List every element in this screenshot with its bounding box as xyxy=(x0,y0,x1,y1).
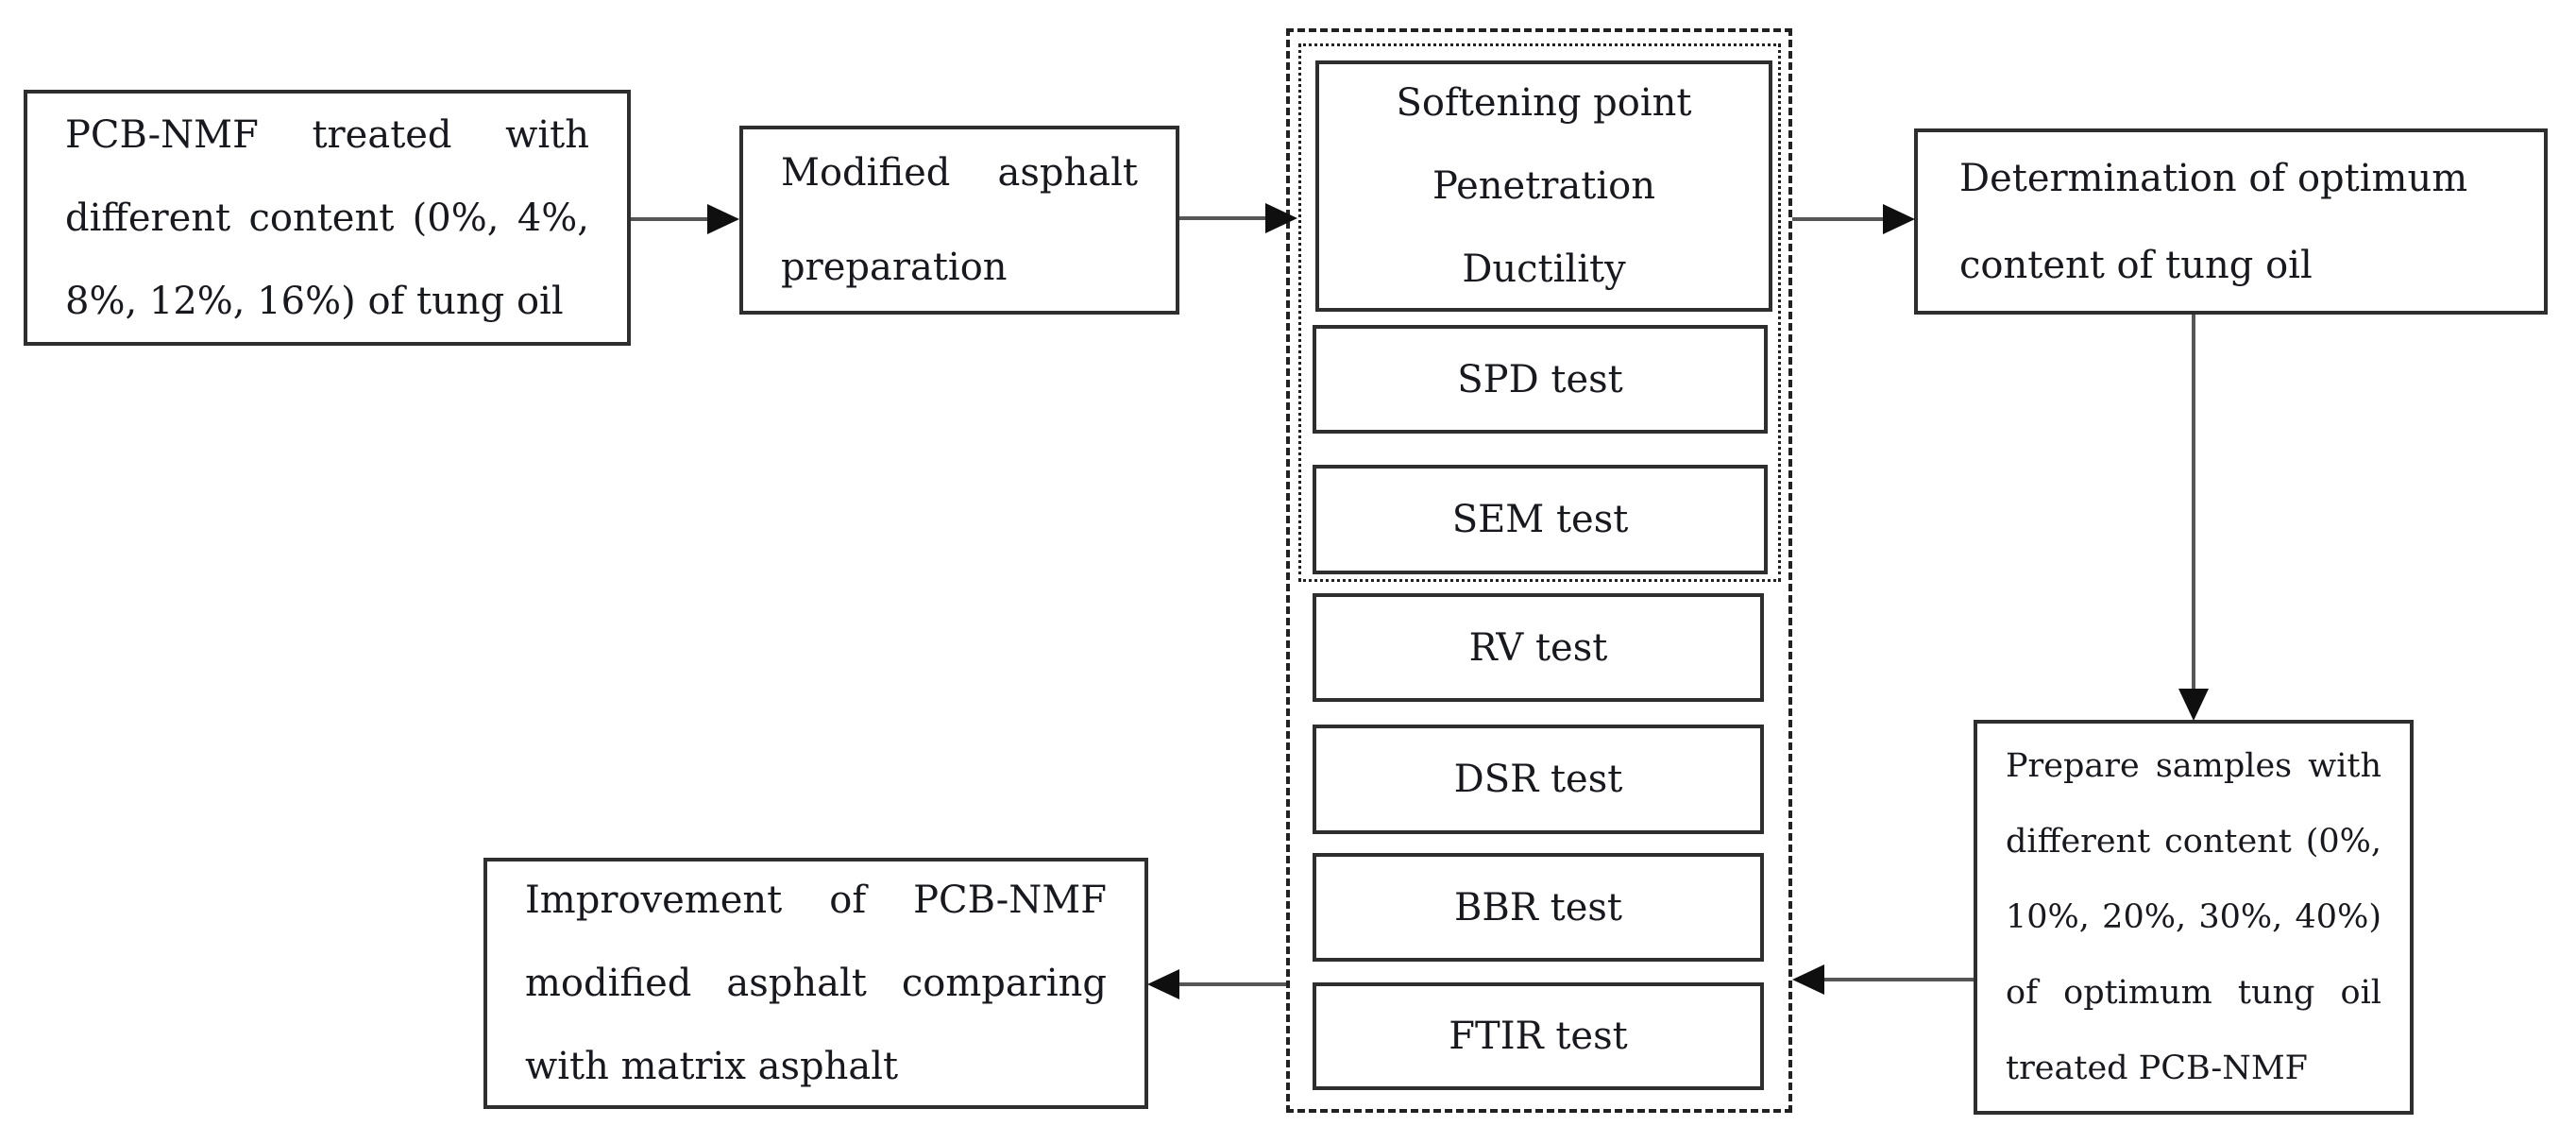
arrow-tests-to-determination-head-icon xyxy=(1883,204,1915,234)
node-modified-asphalt: Modified asphalt preparation xyxy=(739,126,1179,315)
node-bbr-test: BBR test xyxy=(1313,853,1764,962)
node-softening-penetration-ductility-label: Softening point Penetration Ductility xyxy=(1396,81,1692,291)
arrow-tests-to-determination-line xyxy=(1792,217,1887,221)
node-sem-test-label: SEM test xyxy=(1451,498,1629,541)
node-prepare-samples: Prepare samples with different content (… xyxy=(1974,720,2414,1115)
arrow-preparation-to-tests-line xyxy=(1179,216,1269,220)
node-bbr-test-label: BBR test xyxy=(1454,885,1622,930)
arrow-preparation-to-tests-head-icon xyxy=(1265,203,1297,233)
node-ftir-test-label: FTIR test xyxy=(1449,1015,1628,1058)
node-improvement-label: Improvement of PCB-NMF modified asphalt … xyxy=(525,879,1107,1088)
node-rv-test-label: RV test xyxy=(1468,625,1608,670)
arrow-determination-to-prepare-head-icon xyxy=(2178,689,2209,721)
node-modified-asphalt-label: Modified asphalt preparation xyxy=(781,151,1138,289)
node-determination-optimum-label: Determination of optimum content of tung… xyxy=(1959,156,2468,287)
arrow-tests-to-improvement-line xyxy=(1178,982,1286,986)
arrow-prepare-to-tests-head-icon xyxy=(1792,964,1824,995)
arrow-prepare-to-tests-line xyxy=(1822,978,1974,981)
test-battery-dashed-container xyxy=(1286,28,1792,1113)
node-spd-test: SPD test xyxy=(1313,325,1768,434)
arrow-pcbnmf-to-preparation-head-icon xyxy=(707,204,739,234)
node-dsr-test: DSR test xyxy=(1313,725,1764,834)
node-pcb-nmf-treated: PCB-NMF treated with different content (… xyxy=(24,90,631,346)
arrow-tests-to-improvement-head-icon xyxy=(1147,969,1179,999)
node-improvement: Improvement of PCB-NMF modified asphalt … xyxy=(483,858,1148,1109)
arrow-pcbnmf-to-preparation-line xyxy=(631,217,711,221)
initial-tests-dotted-container xyxy=(1298,43,1781,582)
node-spd-test-label: SPD test xyxy=(1457,357,1623,401)
arrow-determination-to-prepare-line xyxy=(2192,315,2195,692)
node-dsr-test-label: DSR test xyxy=(1453,758,1623,801)
node-ftir-test: FTIR test xyxy=(1313,982,1764,1090)
node-determination-optimum: Determination of optimum content of tung… xyxy=(1914,128,2548,315)
node-sem-test: SEM test xyxy=(1313,465,1768,574)
node-pcb-nmf-treated-label: PCB-NMF treated with different content (… xyxy=(65,112,589,323)
node-rv-test: RV test xyxy=(1313,593,1764,702)
node-softening-penetration-ductility: Softening point Penetration Ductility xyxy=(1315,60,1772,312)
node-prepare-samples-label: Prepare samples with different content (… xyxy=(2006,747,2381,1087)
